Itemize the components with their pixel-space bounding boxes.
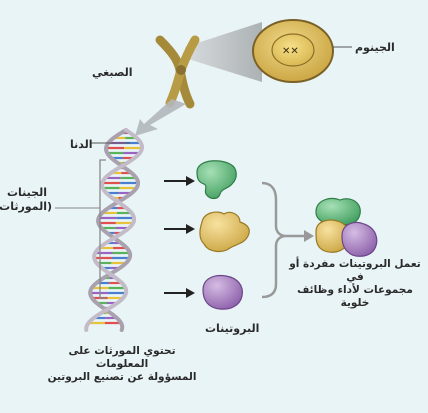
dna-double-helix-icon xyxy=(86,130,142,330)
right-arrow-icon xyxy=(164,224,195,234)
right-arrow-icon xyxy=(164,176,195,186)
genome-label: الجينوم xyxy=(355,41,395,55)
right-arrow-icon xyxy=(164,288,195,298)
function-label: تعمل البروتينات مفردة أو في مجموعات لأدا… xyxy=(285,258,425,311)
genes-label-line1: الجينات xyxy=(2,186,52,200)
svg-text:✕✕: ✕✕ xyxy=(282,46,299,57)
caption-line1: تحتوي المورثات على المعلومات xyxy=(42,345,202,371)
caption: تحتوي المورثات على المعلومات المسؤولة عن… xyxy=(42,345,202,384)
cell-with-nucleus-icon: ✕✕ xyxy=(253,20,333,82)
proteins-label: البروتينات xyxy=(205,322,259,336)
dna-label: الدنا xyxy=(70,138,93,152)
function-label-line2: مجموعات لأداء وظائف خلوية xyxy=(285,284,425,310)
protein-yellow xyxy=(200,212,249,251)
protein-purple xyxy=(203,276,242,310)
protein-green xyxy=(197,161,236,199)
function-label-line1: تعمل البروتينات مفردة أو في xyxy=(285,258,425,284)
chromosome-icon xyxy=(160,40,195,104)
chromosome-label: الصبغي xyxy=(92,66,133,80)
genes-label: الجينات (المورثات) xyxy=(2,186,52,214)
zoom-beam-upper xyxy=(185,22,262,82)
zoom-arrow-lower xyxy=(135,99,186,136)
genes-label-line2: (المورثات) xyxy=(2,200,52,214)
protein-complex xyxy=(316,199,377,257)
caption-line2: المسؤولة عن تصنيع البروتين xyxy=(42,371,202,384)
